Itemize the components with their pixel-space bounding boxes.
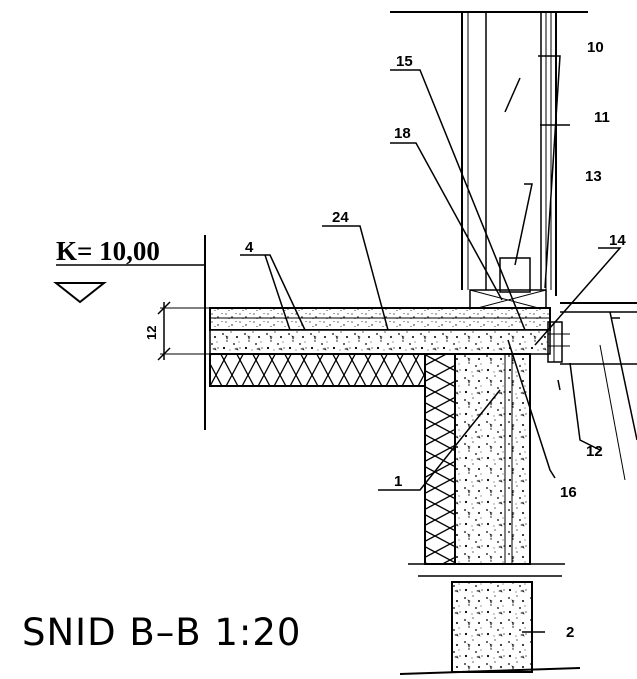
level-marker bbox=[53, 235, 206, 430]
callout-1: 1 bbox=[394, 473, 402, 490]
callout-4: 4 bbox=[245, 239, 254, 256]
callout-14: 14 bbox=[609, 232, 626, 249]
outer-cladding bbox=[547, 302, 637, 481]
callout-16: 16 bbox=[560, 484, 577, 501]
callout-24: 24 bbox=[332, 209, 349, 226]
section-title: SNID B–B 1:20 bbox=[22, 611, 301, 654]
callout-18: 18 bbox=[394, 125, 411, 142]
callout-13: 13 bbox=[585, 168, 602, 185]
callout-10: 10 bbox=[587, 39, 604, 56]
upper-wall bbox=[390, 11, 588, 311]
level-label: K= 10,00 bbox=[56, 236, 160, 266]
foundation-wall bbox=[399, 353, 581, 675]
callout-11: 11 bbox=[594, 109, 610, 126]
callout-12: 12 bbox=[586, 443, 603, 460]
callout-15: 15 bbox=[396, 53, 413, 70]
dimension-label: 12 bbox=[144, 326, 159, 340]
callout-2: 2 bbox=[566, 624, 574, 641]
leader-lines bbox=[240, 55, 622, 633]
dimension-12 bbox=[157, 301, 210, 361]
